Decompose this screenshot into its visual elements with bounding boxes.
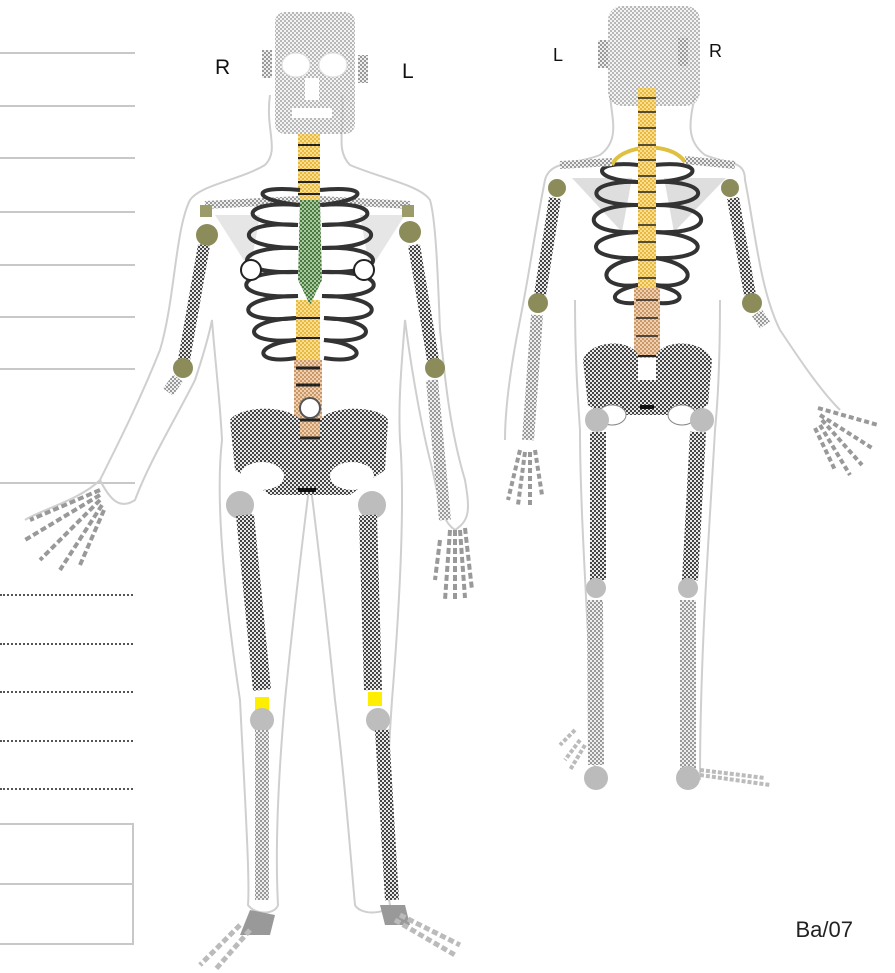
front-right-humerus (184, 245, 204, 360)
front-eye-left (319, 53, 347, 77)
back-right-humerus (733, 198, 750, 295)
front-marker-left-chest (354, 260, 374, 280)
back-right-hand (815, 408, 878, 475)
back-spine (634, 88, 660, 358)
front-left-humerus (414, 245, 433, 360)
front-left-hand (435, 528, 472, 600)
front-skeleton (25, 12, 472, 970)
front-marker-right-chest (241, 260, 261, 280)
front-left-femur (368, 515, 373, 690)
front-right-femur (245, 515, 262, 690)
front-mouth (292, 108, 332, 118)
front-left-side-label: L (402, 60, 414, 84)
back-left-humerus (540, 198, 555, 295)
back-right-side-label: R (709, 41, 722, 62)
back-skeleton (505, 6, 878, 790)
back-left-hand (508, 450, 542, 505)
form-code-label: Ba/07 (796, 917, 854, 943)
back-left-tibia (595, 600, 596, 765)
front-marker-lumbar (300, 398, 320, 418)
front-right-foot (240, 910, 275, 935)
front-nose (305, 78, 319, 100)
front-eye-right (282, 53, 310, 77)
back-right-femur (690, 432, 698, 580)
front-right-side-label: R (215, 56, 230, 80)
back-left-side-label: L (553, 45, 563, 66)
front-left-knee-marker (368, 692, 382, 706)
front-sternum (298, 200, 322, 305)
front-left-tibia (382, 730, 392, 900)
